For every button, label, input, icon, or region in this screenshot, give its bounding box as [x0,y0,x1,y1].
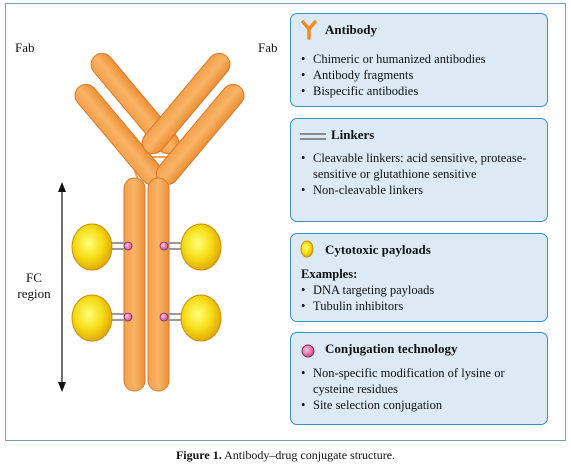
list-item: Tubulin inhibitors [301,298,434,314]
antibody-icon [301,20,317,40]
conjugation-bead [159,312,169,322]
list-item: Non-cleavable linkers [301,182,531,198]
linkers-panel: Linkers Cleavable linkers: acid sensitiv… [290,118,548,222]
list-item: Cleavable linkers: acid sensitive, prote… [301,150,531,182]
linkers-list: Cleavable linkers: acid sensitive, prote… [301,150,531,198]
fc-label-line1: FC [26,270,42,285]
antibody-title: Antibody [325,22,378,37]
payloads-list: DNA targeting payloads Tubulin inhibitor… [301,282,434,314]
antibody-list: Chimeric or humanized antibodies Antibod… [301,51,486,99]
conjugation-panel: Conjugation technology Non-specific modi… [290,332,548,425]
caption-text: Antibody–drug conjugate structure. [224,448,396,462]
linkers [104,242,188,321]
fab-label-right: Fab [258,40,278,55]
list-item: Chimeric or humanized antibodies [301,51,486,67]
list-item: Non-specific modification of lysine or c… [301,365,537,397]
conjugation-bead-icon [301,344,315,358]
linkers-title: Linkers [331,127,375,142]
conjugation-title: Conjugation technology [325,341,458,356]
conjugation-sites [123,241,169,322]
payloads-title: Cytotoxic payloads [325,242,431,257]
fc-label-line2: region [17,286,51,301]
list-item: Site selection conjugation [301,397,537,413]
payload [71,294,113,342]
payload [71,223,113,271]
caption-label: Figure 1. [175,448,222,462]
conjugation-list: Non-specific modification of lysine or c… [301,365,537,413]
payload [180,294,222,342]
payloads-panel: Cytotoxic payloads Examples: DNA targeti… [290,233,548,322]
payloads-subheading: Examples: [301,267,358,281]
conjugation-bead [159,241,169,251]
linker [104,242,188,321]
fc-region-arrow [58,182,66,392]
fc-region-label: FC region [14,270,54,302]
payloads [71,223,222,342]
payload-icon [300,240,314,258]
antibody-diagram [58,52,245,392]
figure-caption: Figure 1. Antibody–drug conjugate struct… [0,448,571,463]
list-item: Bispecific antibodies [301,83,486,99]
fc-stem [123,177,170,392]
conjugation-bead [123,241,133,251]
list-item: DNA targeting payloads [301,282,434,298]
list-item: Antibody fragments [301,67,486,83]
payload [180,223,222,271]
conjugation-bead [123,312,133,322]
fab-label-left: Fab [15,40,35,55]
antibody-panel: Antibody Chimeric or humanized antibodie… [290,13,548,107]
linker-icon [300,133,326,140]
